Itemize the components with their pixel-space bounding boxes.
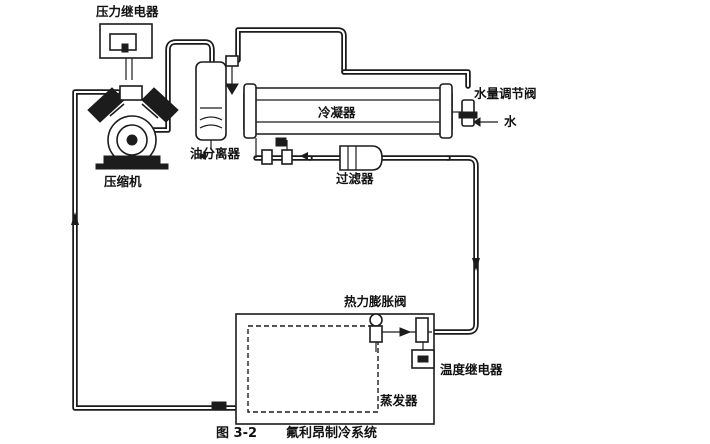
label-pressure-relay: 压力继电器 — [96, 4, 159, 19]
label-condenser: 冷凝器 — [318, 105, 356, 120]
pressure-relay — [99, 23, 153, 80]
label-water-valve: 水量调节阀 — [474, 86, 537, 101]
label-evaporator: 蒸发器 — [380, 393, 418, 408]
label-expansion-valve: 热力膨胀阀 — [344, 294, 407, 309]
label-water: 水 — [504, 114, 517, 129]
flow-arrow-up — [71, 212, 79, 225]
caption-figure-number: 图 3-2 — [216, 426, 257, 441]
thermal-expansion-valve — [369, 313, 432, 352]
filter — [339, 145, 383, 171]
flow-arrow-down — [472, 258, 480, 271]
flow-arrows — [71, 152, 480, 271]
liquid-line-valve — [261, 140, 293, 165]
discharge-valve — [225, 55, 239, 95]
label-temperature-relay: 温度继电器 — [440, 362, 503, 377]
label-compressor: 压缩机 — [104, 174, 142, 189]
temperature-relay — [411, 342, 435, 369]
flow-arrow-left — [198, 152, 206, 160]
caption-title: 氟利昂制冷系统 — [286, 425, 377, 441]
water-regulating-valve — [452, 99, 498, 127]
label-oil-separator: 油分离器 — [190, 146, 241, 161]
condenser — [243, 83, 453, 158]
compressor — [87, 85, 179, 170]
flow-arrow-left-2 — [300, 152, 308, 160]
oil-separator — [195, 61, 227, 150]
label-filter: 过滤器 — [336, 171, 374, 186]
